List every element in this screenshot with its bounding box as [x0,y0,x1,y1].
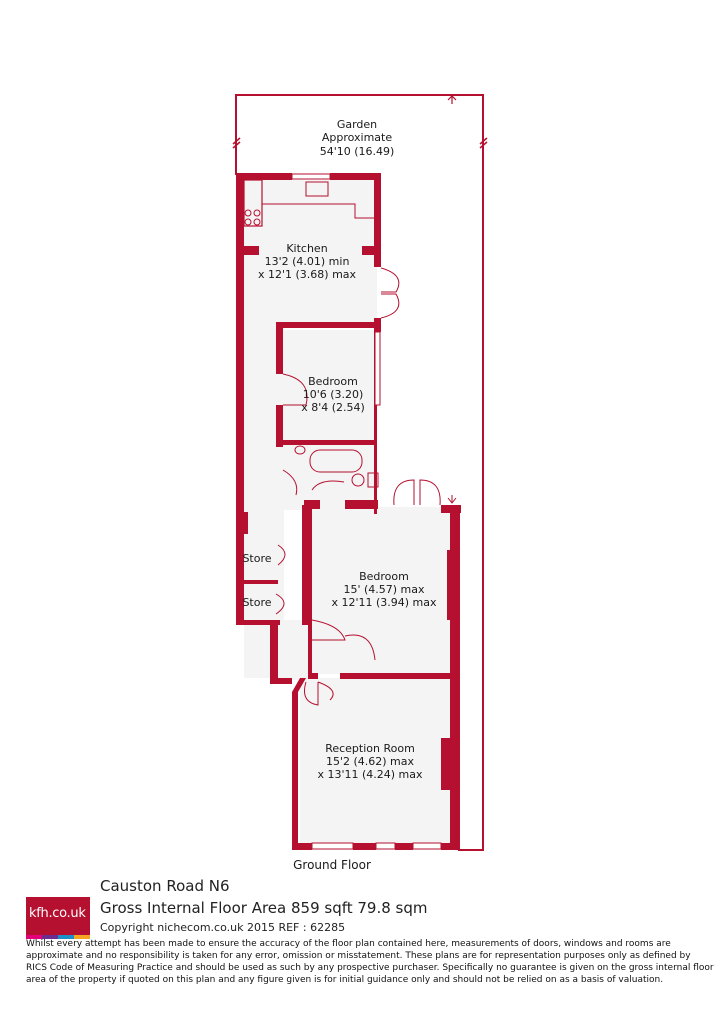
logo-bar-segment [74,935,90,939]
floor-label: Ground Floor [293,858,371,872]
room-dim1: 15' (4.57) max [343,583,425,596]
room-dim1: 15'2 (4.62) max [326,755,415,768]
room-dim1: 13'2 (4.01) min [265,255,350,268]
logo-bar-segment [26,935,42,939]
room-name: Kitchen [286,242,327,255]
store-label-2: Store [242,596,271,609]
property-address: Causton Road N6 [100,877,230,895]
room-dim2: x 8'4 (2.54) [301,401,365,414]
floor-area: Gross Internal Floor Area 859 sqft 79.8 … [100,899,428,917]
room-label-reception: Reception Room 15'2 (4.62) max x 13'11 (… [317,742,423,781]
room-label-bedroom-small: Bedroom 10'6 (3.20) x 8'4 (2.54) [301,375,365,414]
room-dim2: x 13'11 (4.24) max [317,768,423,781]
store-label-1: Store [242,552,271,565]
fixtures [243,173,457,850]
footer: kfh.co.uk Causton Road N6 Gross Internal… [0,875,715,1033]
logo-bar-segment [42,935,58,939]
room-name: Bedroom [308,375,358,388]
room-dim2: x 12'1 (3.68) max [258,268,357,281]
logo-color-bar [26,935,90,939]
walls [236,173,461,850]
garden-line2: Approximate [322,131,392,144]
copyright: Copyright nichecom.co.uk 2015 REF : 6228… [100,921,346,934]
room-label-bedroom-large: Bedroom 15' (4.57) max x 12'11 (3.94) ma… [331,570,437,609]
disclaimer: Whilst every attempt has been made to en… [26,939,714,984]
room-name: Reception Room [325,742,415,755]
logo: kfh.co.uk [26,897,90,935]
garden-boundary [232,94,488,851]
garden-name: Garden [337,118,377,131]
room-label-kitchen: Kitchen 13'2 (4.01) min x 12'1 (3.68) ma… [258,242,357,281]
garden-dimensions: 54'10 (16.49) [320,145,395,158]
floor-plan: Garden Approximate 54'10 (16.49) Kitchen… [232,94,488,872]
garden-label: Garden Approximate 54'10 (16.49) [320,118,395,158]
logo-bar-segment [58,935,74,939]
room-dim1: 10'6 (3.20) [303,388,364,401]
room-dim2: x 12'11 (3.94) max [331,596,437,609]
room-name: Bedroom [359,570,409,583]
floor-fill [244,180,454,846]
